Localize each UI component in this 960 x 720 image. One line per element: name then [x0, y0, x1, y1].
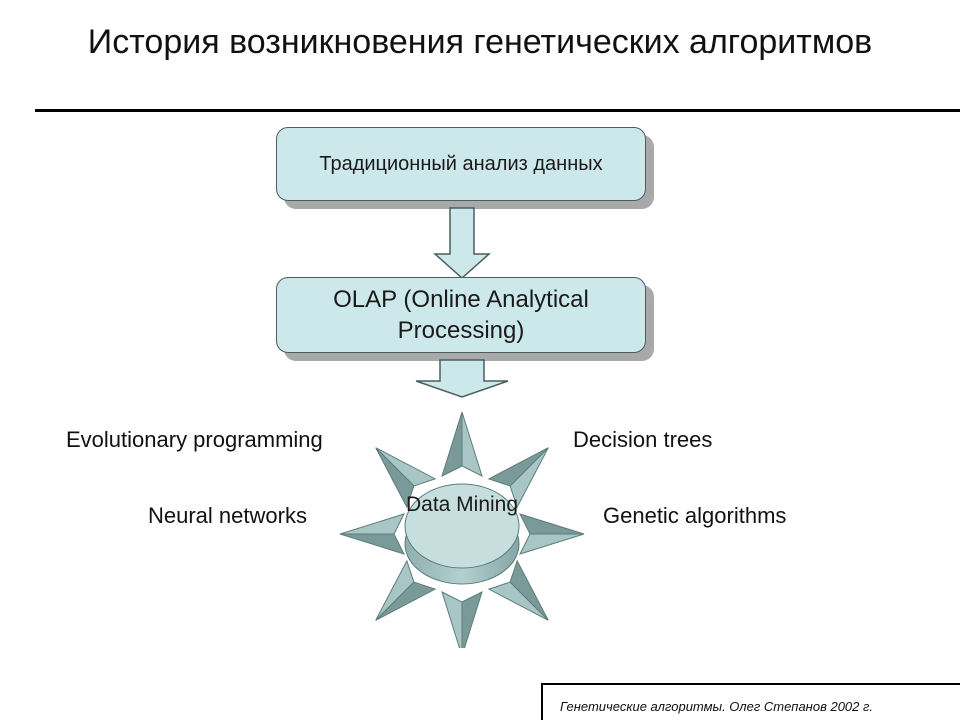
star-ray-side: [441, 411, 463, 477]
star-ray-side: [375, 581, 437, 621]
star-ray-side: [461, 591, 483, 648]
data-mining-star: [339, 411, 585, 648]
star-ray-side: [519, 513, 585, 535]
star-ray-face: [441, 591, 463, 648]
olap-box: OLAP (Online Analytical Processing): [276, 277, 646, 353]
method-decision-trees: Decision trees: [573, 427, 713, 452]
slide-footer: Генетические алгоритмы. Олег Степанов 20…: [541, 683, 960, 720]
star-ray-side: [487, 447, 549, 487]
cylinder-top: [404, 483, 520, 569]
method-genetic-algorithms: Genetic algorithms: [603, 503, 787, 528]
olap-label: OLAP (Online Analytical Processing): [333, 286, 589, 344]
traditional-analysis-box: Традиционный анализ данных: [276, 127, 646, 201]
method-neural-networks: Neural networks: [148, 503, 307, 528]
star-rays: [339, 411, 585, 648]
star-ray-face: [461, 411, 483, 477]
arrow-down-icon: [415, 359, 509, 398]
data-mining-label: Data Mining: [405, 493, 519, 516]
title-divider: [35, 109, 960, 112]
footer-text: Генетические алгоритмы. Олег Степанов 20…: [560, 699, 874, 714]
traditional-analysis-label: Традиционный анализ данных: [319, 152, 603, 175]
slide-title: История возникновения генетических алгор…: [87, 23, 873, 61]
method-evolutionary-programming: Evolutionary programming: [66, 427, 323, 452]
star-ray-face: [339, 513, 405, 535]
star-ray-side: [509, 559, 549, 621]
arrow-down-icon: [433, 207, 491, 280]
star-ray-face: [519, 533, 585, 555]
star-ray-side: [375, 447, 415, 509]
star-ray-side: [339, 533, 405, 555]
